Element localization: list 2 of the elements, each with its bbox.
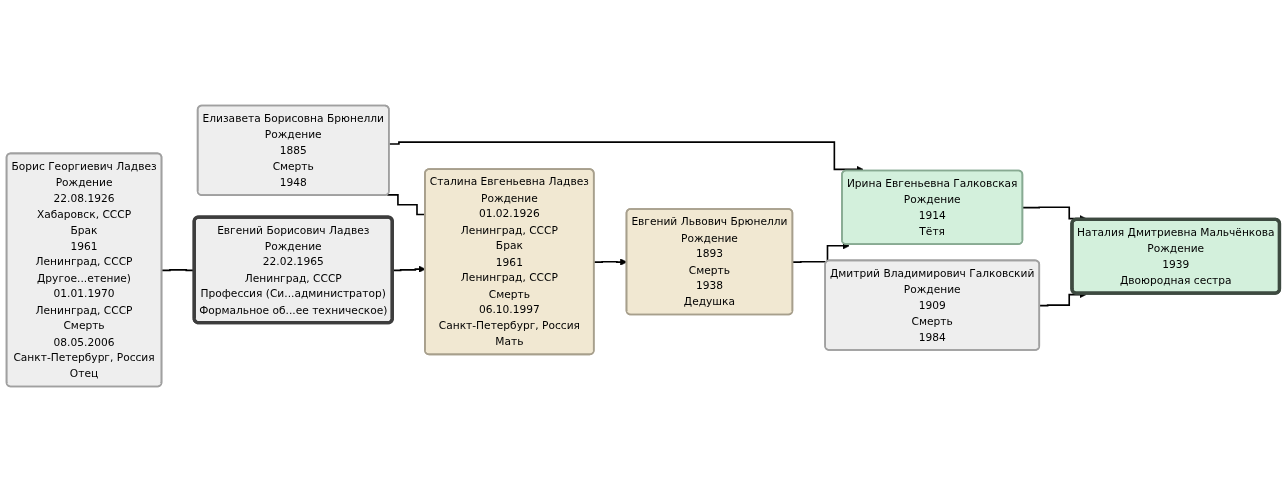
arrow bbox=[388, 140, 864, 173]
arrow bbox=[792, 241, 850, 263]
